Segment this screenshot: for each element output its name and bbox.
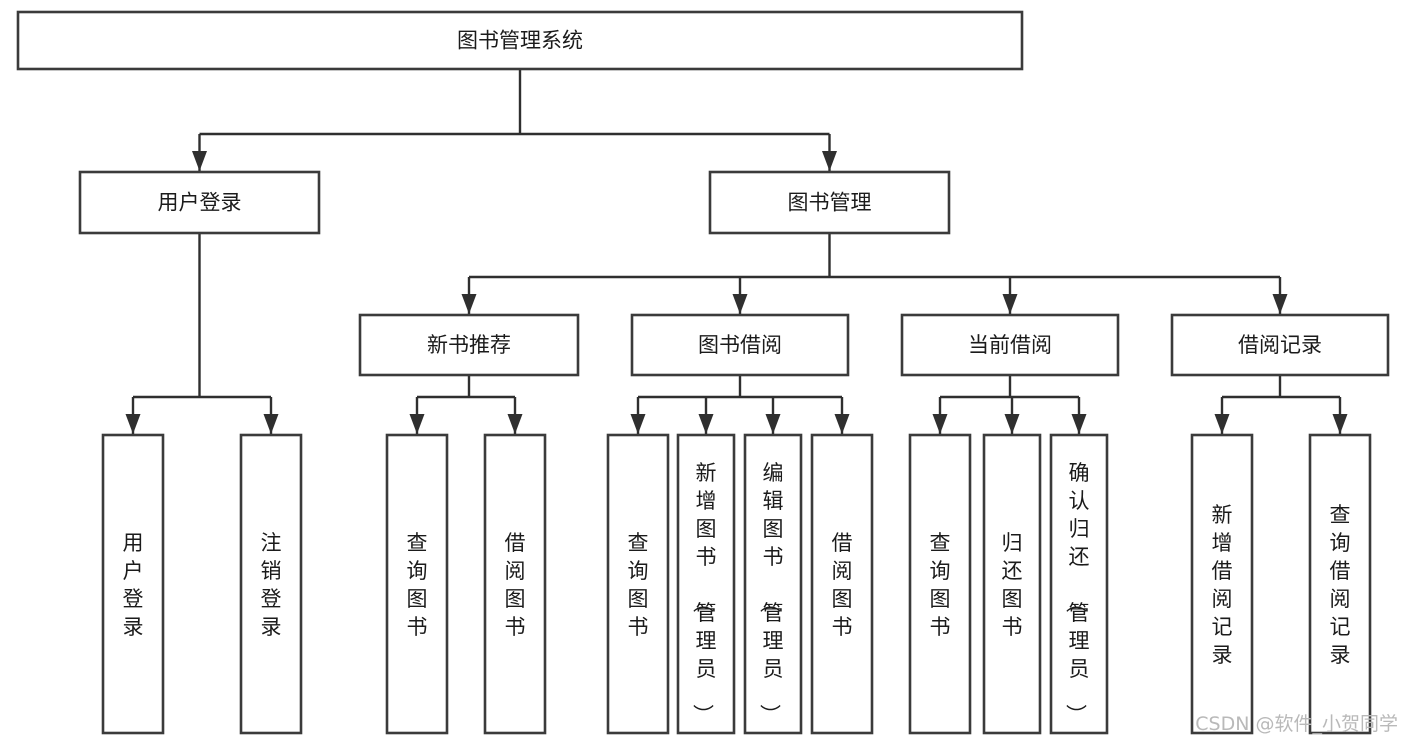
node-leaf-add-record[interactable]: 新增借阅记录 [1190, 433, 1254, 735]
node-box [630, 313, 850, 377]
node-box [78, 170, 321, 235]
node-box [676, 433, 736, 735]
node-box [16, 10, 1024, 71]
node-leaf-query-record[interactable]: 查询借阅记录 [1308, 433, 1372, 735]
node-book-borrow[interactable]: 图书借阅 [630, 313, 850, 377]
csdn-watermark: CSDN @软件_小贺同学 [1195, 713, 1398, 735]
node-label: 查询图书 [628, 531, 649, 639]
node-leaf-query-book-2[interactable]: 查询图书 [606, 433, 670, 735]
node-leaf-return-book[interactable]: 归还图书 [982, 433, 1042, 735]
node-box [101, 433, 165, 735]
node-label: 用户登录 [123, 531, 144, 639]
node-label: 借阅图书 [832, 531, 853, 639]
node-label: 借阅图书 [505, 531, 526, 639]
edge-layer [125, 69, 1348, 434]
node-label: 新书推荐 [427, 333, 511, 357]
node-label: 图书借阅 [698, 333, 782, 357]
node-leaf-add-book[interactable]: 新增图书（管理员） [676, 433, 736, 735]
node-label: 注销登录 [261, 531, 282, 639]
node-box [1170, 313, 1390, 377]
node-box [358, 313, 580, 377]
node-book-manage[interactable]: 图书管理 [708, 170, 951, 235]
node-label: 新增图书（管理员） [691, 461, 717, 725]
node-leaf-query-book-3[interactable]: 查询图书 [908, 433, 972, 735]
node-box [982, 433, 1042, 735]
node-box [708, 170, 951, 235]
node-leaf-query-book-1[interactable]: 查询图书 [385, 433, 449, 735]
node-box [900, 313, 1120, 377]
node-box [810, 433, 874, 735]
node-box [908, 433, 972, 735]
node-box [1308, 433, 1372, 735]
node-label: 借阅记录 [1238, 333, 1322, 357]
node-user-login[interactable]: 用户登录 [78, 170, 321, 235]
node-leaf-edit-book[interactable]: 编辑图书（管理员） [743, 433, 803, 735]
node-box [483, 433, 547, 735]
node-label: 查询图书 [930, 531, 951, 639]
node-label: 确认归还（管理员） [1064, 461, 1090, 725]
node-leaf-confirm-return[interactable]: 确认归还（管理员） [1049, 433, 1109, 735]
node-leaf-borrow-book-2[interactable]: 借阅图书 [810, 433, 874, 735]
node-box [239, 433, 303, 735]
node-label: 图书管理 [788, 191, 872, 215]
node-label: 查询图书 [407, 531, 428, 639]
node-box [1049, 433, 1109, 735]
node-label: 图书管理系统 [457, 29, 583, 53]
node-label: 新增借阅记录 [1212, 503, 1233, 667]
node-box [1190, 433, 1254, 735]
node-label: 编辑图书（管理员） [758, 461, 784, 725]
node-box [385, 433, 449, 735]
node-current-borrow[interactable]: 当前借阅 [900, 313, 1120, 377]
node-leaf-borrow-book-1[interactable]: 借阅图书 [483, 433, 547, 735]
node-box [606, 433, 670, 735]
node-root[interactable]: 图书管理系统 [16, 10, 1024, 71]
node-label: 归还图书 [1002, 531, 1023, 639]
node-leaf-user-login[interactable]: 用户登录 [101, 433, 165, 735]
node-borrow-record[interactable]: 借阅记录 [1170, 313, 1390, 377]
node-box [743, 433, 803, 735]
node-label: 用户登录 [158, 191, 242, 215]
node-label: 查询借阅记录 [1330, 503, 1351, 667]
node-new-book-rec[interactable]: 新书推荐 [358, 313, 580, 377]
node-label: 当前借阅 [968, 333, 1052, 357]
node-leaf-user-logout[interactable]: 注销登录 [239, 433, 303, 735]
node-layer: 图书管理系统用户登录图书管理新书推荐图书借阅当前借阅借阅记录用户登录注销登录查询… [16, 10, 1390, 735]
